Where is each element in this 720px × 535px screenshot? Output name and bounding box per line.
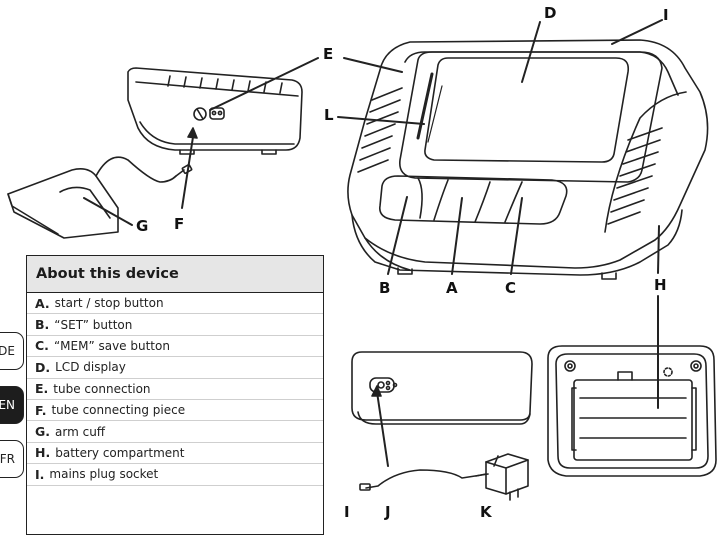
- list-item: I. mains plug socket: [27, 464, 323, 486]
- callout-label-f: F: [174, 215, 185, 233]
- bottom-view-drawing: [547, 345, 717, 477]
- item-key: B.: [35, 317, 50, 333]
- item-key: H.: [35, 445, 51, 461]
- callout-label-l: L: [324, 106, 334, 124]
- item-key: E.: [35, 381, 49, 397]
- rear-view-drawing: [351, 351, 533, 501]
- list-item: G. arm cuff: [27, 421, 323, 443]
- item-key: F.: [35, 402, 47, 418]
- item-text: battery compartment: [55, 445, 185, 460]
- callout-label-i-bottom: I: [344, 503, 350, 521]
- callout-label-c: C: [505, 279, 517, 297]
- item-text: mains plug socket: [49, 467, 159, 482]
- list-item: H. battery compartment: [27, 443, 323, 465]
- callout-label-i-top: I: [663, 6, 669, 24]
- item-text: tube connecting piece: [51, 403, 186, 418]
- item-text: tube connection: [53, 381, 151, 396]
- tab-de[interactable]: DE: [0, 332, 24, 370]
- tab-fr[interactable]: FR: [0, 440, 24, 478]
- item-key: C.: [35, 338, 49, 354]
- callout-label-k: K: [480, 503, 492, 521]
- callout-label-j: J: [385, 503, 391, 521]
- list-item: A. start / stop button: [27, 293, 323, 315]
- item-text: LCD display: [55, 360, 126, 375]
- leader-lines: [83, 19, 663, 467]
- device-illustration: [7, 19, 717, 501]
- callout-label-g: G: [136, 217, 149, 235]
- item-key: A.: [35, 295, 50, 311]
- callout-label-a: A: [446, 279, 458, 297]
- item-key: G.: [35, 424, 51, 440]
- callout-label-e: E: [323, 45, 334, 63]
- about-device-title: About this device: [27, 256, 323, 293]
- list-item: E. tube connection: [27, 379, 323, 400]
- main-monitor-drawing: [347, 39, 709, 280]
- list-item: C. “MEM” save button: [27, 336, 323, 358]
- item-text: start / stop button: [54, 296, 164, 311]
- callout-label-b: B: [379, 279, 391, 297]
- list-item: D. LCD display: [27, 357, 323, 379]
- item-key: D.: [35, 359, 51, 375]
- list-item: F. tube connecting piece: [27, 400, 323, 422]
- tab-en[interactable]: EN: [0, 386, 24, 424]
- callout-label-h: H: [654, 276, 667, 294]
- side-view-drawing: [127, 67, 303, 155]
- item-text: arm cuff: [55, 424, 106, 439]
- callout-label-d: D: [544, 4, 557, 22]
- arm-cuff-drawing: [7, 156, 193, 239]
- item-key: I.: [35, 466, 45, 482]
- item-text: “MEM” save button: [53, 338, 170, 353]
- item-text: “SET” button: [54, 317, 133, 332]
- about-device-panel: About this device A.start / stop button …: [26, 255, 324, 535]
- list-item: B. “SET” button: [27, 314, 323, 336]
